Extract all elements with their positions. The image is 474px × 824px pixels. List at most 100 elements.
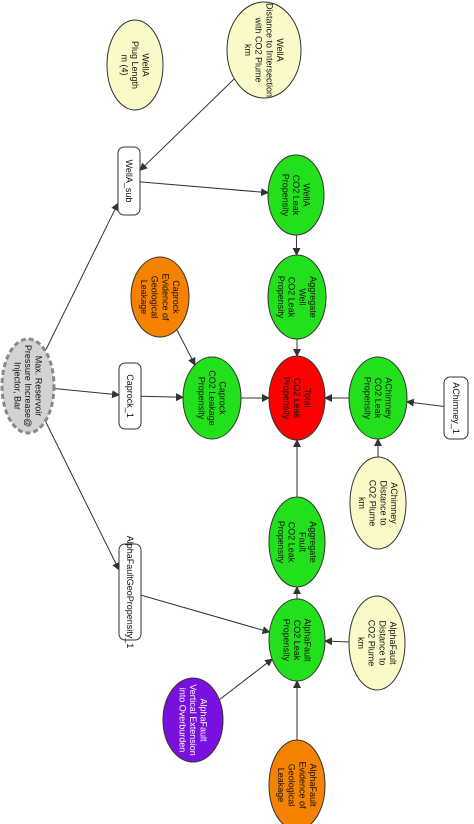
node-welia-plug-length[interactable]: WellAPlug Lengthm (4) <box>106 19 164 111</box>
node-label: WellAPlug Lengthm (4) <box>120 41 151 89</box>
node-welia-leak[interactable]: WellACO2 LeakPropensity <box>267 154 325 236</box>
node-shape <box>268 355 326 441</box>
node-label-line: Caprock <box>171 280 181 314</box>
node-label-line: AlphaFaultGeoPropensity_1 <box>125 536 135 649</box>
node-label-line: Evidence of <box>160 273 170 321</box>
node-label-line: Fault <box>297 532 307 553</box>
node-label-line: Propensity <box>281 174 291 217</box>
node-shape <box>267 254 327 340</box>
node-label-line: km <box>356 637 366 649</box>
node-label-line: Geological <box>150 276 160 319</box>
node-label-line: Propensity <box>197 377 207 420</box>
node-alphafault-distance[interactable]: AlphaFaultDistance toCO2 Plumekm <box>348 595 406 691</box>
node-label-line: Evidence of <box>297 761 307 809</box>
edge-max_pressure-to-alphafault_geo <box>44 420 120 571</box>
node-label-line: Geological <box>287 764 297 807</box>
node-achimney-leak[interactable]: AChimneyCO2 LeakPropensity <box>348 356 408 440</box>
node-label: AggregateWellCO2 LeakPropensity <box>276 276 318 319</box>
edge-welia_distance-to-welia_sub <box>139 78 235 172</box>
node-label-line: Vertical Extension <box>188 684 198 756</box>
node-caprock-leak[interactable]: CaprockCO2 LeakagePropensity <box>182 356 242 440</box>
node-shape <box>349 456 407 550</box>
edge-max_pressure-to-caprock_1 <box>53 388 120 399</box>
node-shape <box>267 154 325 236</box>
node-label-line: Propensity <box>276 521 286 564</box>
node-alphafault-vertical[interactable]: AlphaFaultVertical Extensioninto Overbur… <box>162 677 224 763</box>
node-label-line: Max. Reservoir <box>34 356 44 417</box>
node-label-line: Plug Length <box>130 41 140 89</box>
node-welia-sub[interactable]: WellA_sub <box>117 146 141 216</box>
node-achimney-1[interactable]: AChimney_1 <box>443 376 469 440</box>
node-label-line: AlphaFault <box>199 698 209 742</box>
node-label-line: CO2 Leak <box>287 277 297 318</box>
node-label-line: Aggregate <box>308 521 318 563</box>
node-label: AggregateFaultCO2 LeakPropensity <box>276 521 318 564</box>
node-alphafault-geo[interactable]: AlphaFaultGeoPropensity_1 <box>118 536 142 649</box>
node-label-line: AlphaFault <box>303 618 313 662</box>
node-label-line: WellA <box>275 38 285 61</box>
node-label-line: Caprock <box>218 381 228 415</box>
node-shape <box>117 146 141 216</box>
node-label-line: AChimney_1 <box>451 382 461 434</box>
node-alphafault-leak[interactable]: AlphaFaultCO2 LeakPropensity <box>268 598 326 682</box>
node-shape <box>130 256 190 338</box>
node-shape <box>348 356 408 440</box>
node-label-line: CO2 Plume <box>368 480 378 527</box>
node-shape <box>0 337 56 435</box>
node-label-line: with CO2 Plume <box>254 16 264 82</box>
edge-caprock_evidence-to-caprock_leak <box>176 329 196 366</box>
node-label-line: CO2 Plume <box>367 620 377 667</box>
node-label-line: Pressure Increase@ <box>23 345 33 427</box>
edge-caprock_1-to-caprock_leak <box>140 393 185 402</box>
node-caprock-1[interactable]: Caprock_1 <box>118 362 142 430</box>
node-label-line: Propensity <box>282 619 292 662</box>
node-label-line: km <box>243 44 253 56</box>
node-welia-distance[interactable]: WellADistance to Intersectionwith CO2 Pl… <box>226 1 302 99</box>
node-aggregate-fault[interactable]: AggregateFaultCO2 LeakPropensity <box>268 496 326 588</box>
node-shape <box>268 496 326 588</box>
node-shape <box>118 543 142 641</box>
node-shape <box>268 739 326 824</box>
node-label: WellACO2 LeakPropensity <box>281 174 312 217</box>
node-label-line: Injector, Bar <box>13 362 23 410</box>
node-label-line: Caprock_1 <box>125 374 135 418</box>
node-label-line: m (4) <box>120 55 130 76</box>
node-label-line: WellA <box>141 53 151 76</box>
edge-alphafault_distance-to-alphafault_leak <box>323 637 350 646</box>
node-aggregate-well[interactable]: AggregateWellCO2 LeakPropensity <box>267 254 327 340</box>
node-label: TotalCO2 LeakPropensity <box>282 377 313 420</box>
node-shape <box>106 19 164 111</box>
edge-alphafault_vertical-to-alphafault_leak <box>218 658 274 701</box>
node-label-line: CO2 Leakage <box>207 370 217 426</box>
node-shape <box>348 595 406 691</box>
node-shape <box>162 677 224 763</box>
edges-layer <box>44 78 445 740</box>
node-label: WellADistance to Intersectionwith CO2 Pl… <box>243 3 285 97</box>
node-label: CaprockCO2 LeakagePropensity <box>197 370 228 426</box>
node-label-line: Total <box>303 388 313 407</box>
node-label-line: WellA_sub <box>124 160 134 203</box>
node-total-leak[interactable]: TotalCO2 LeakPropensity <box>268 355 326 441</box>
edge-alphafault_geo-to-alphafault_leak <box>140 594 271 635</box>
node-achimney-distance[interactable]: AChimneyDistance toCO2 Plumekm <box>349 456 407 550</box>
node-label-line: Well <box>297 288 307 305</box>
node-shape <box>226 1 302 99</box>
node-shape <box>182 356 242 440</box>
node-label-line: CO2 Leak <box>292 620 302 661</box>
node-label-line: WellA <box>302 183 312 206</box>
node-label: AChimneyCO2 LeakPropensity <box>363 377 394 420</box>
node-max-pressure[interactable]: Max. ReservoirPressure Increase@Injector… <box>0 337 56 435</box>
node-label-line: Leakage <box>276 768 286 803</box>
node-label-line: Distance to Intersection <box>264 3 274 97</box>
node-label: AlphaFaultDistance toCO2 Plumekm <box>356 620 398 667</box>
edge-max_pressure-to-welia_sub <box>44 202 119 352</box>
node-shape <box>268 598 326 682</box>
node-label-line: Leakage <box>139 280 149 315</box>
node-label-line: into Overburden <box>178 688 188 753</box>
node-alphafault-evidence[interactable]: AlphaFaultEvidence ofGeologicalLeakage <box>268 739 326 824</box>
node-label-line: AlphaFault <box>388 621 398 665</box>
node-caprock-evidence[interactable]: CaprockEvidence ofGeologicalLeakage <box>130 256 190 338</box>
node-label: Caprock_1 <box>125 374 135 418</box>
node-label: AlphaFaultGeoPropensity_1 <box>125 536 135 649</box>
